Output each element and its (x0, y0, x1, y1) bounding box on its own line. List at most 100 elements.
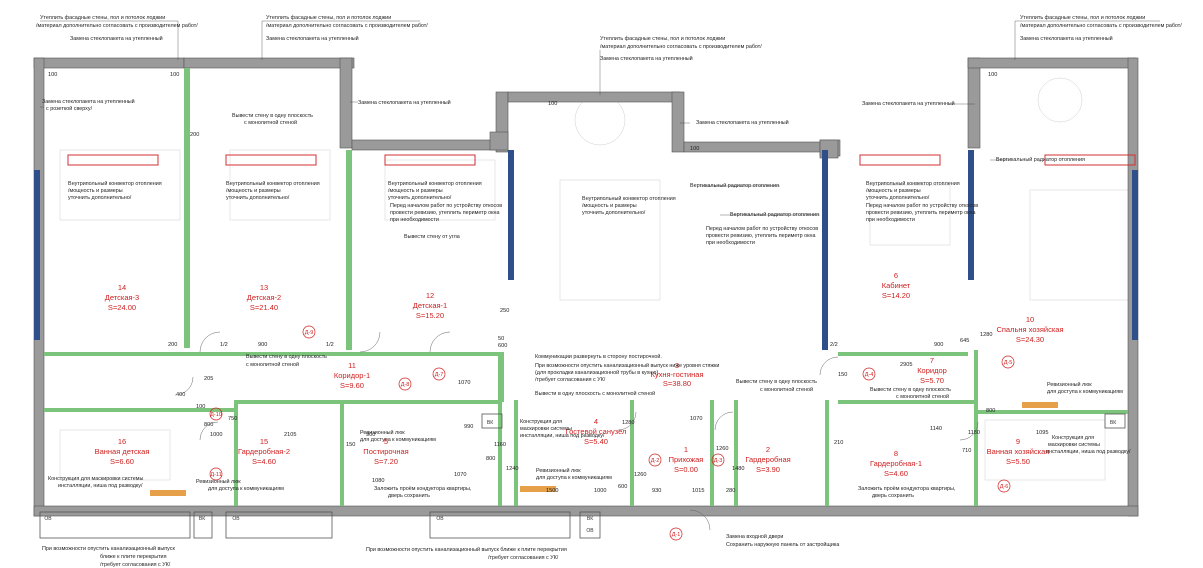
svg-text:12: 12 (426, 291, 434, 300)
svg-text:1000: 1000 (210, 432, 222, 438)
svg-text:Конструкция для: Конструкция для (1052, 435, 1094, 441)
svg-text:уточнить дополнительно/: уточнить дополнительно/ (226, 195, 290, 201)
svg-text:Д-10: Д-10 (210, 412, 222, 418)
svg-text:провести ревизию, утеплить пер: провести ревизию, утеплить периметр окна (390, 210, 499, 216)
svg-text:205: 205 (204, 376, 213, 382)
svg-text:50: 50 (498, 336, 504, 342)
svg-text:2/2: 2/2 (830, 342, 838, 348)
svg-text:инсталляции, ниша под разводку: инсталляции, ниша под разводку/ (520, 433, 605, 439)
svg-text:S=3.90: S=3.90 (756, 465, 780, 474)
svg-text:7: 7 (930, 356, 934, 365)
note: Утеплить фасадные стены, пол и потолок л… (266, 15, 391, 21)
svg-text:1160: 1160 (494, 442, 506, 448)
svg-text:Вывести стену в одну плоскость: Вывести стену в одну плоскость (870, 387, 951, 393)
svg-text:с монолитной стеной: с монолитной стеной (760, 386, 813, 393)
svg-text:3: 3 (675, 361, 679, 370)
equipment-label: ВК (587, 516, 593, 522)
svg-text:S=5.40: S=5.40 (584, 437, 608, 446)
door-d8: Д-8 (398, 377, 412, 391)
svg-text:с монолитной стеной: с монолитной стеной (244, 119, 297, 126)
svg-text:645: 645 (960, 338, 969, 344)
svg-text:Д-5: Д-5 (1004, 360, 1013, 366)
door-d5: Д-5 (1001, 355, 1015, 369)
svg-text:уточнить дополнительно/: уточнить дополнительно/ (388, 195, 452, 201)
svg-text:1070: 1070 (454, 472, 466, 478)
svg-text:600: 600 (498, 343, 507, 349)
svg-text:Ванная детская: Ванная детская (95, 447, 150, 456)
svg-text:для доступа к коммуникациям: для доступа к коммуникациям (208, 486, 284, 492)
svg-text:/мощность и размеры: /мощность и размеры (68, 188, 123, 194)
svg-text:Сохранить наружную панель от з: Сохранить наружную панель от застройщика (726, 541, 839, 548)
door-d4: Д-4 (862, 367, 876, 381)
svg-text:Внутрипольный конвектор отопле: Внутрипольный конвектор отопления (866, 180, 960, 187)
svg-text:Конструкция для маскировки сис: Конструкция для маскировки системы (48, 476, 144, 482)
svg-text:Кухня-гостиная: Кухня-гостиная (650, 370, 703, 379)
svg-text:Вывести стену в одну плоскость: Вывести стену в одну плоскость (246, 354, 327, 360)
note: Замена стеклопакета на утепленный (1020, 35, 1113, 42)
svg-text:Прихожая: Прихожая (669, 455, 704, 464)
svg-text:для доступа к коммуникациям: для доступа к коммуникациям (1047, 389, 1123, 395)
svg-text:Замена входной двери: Замена входной двери (726, 533, 783, 540)
svg-text:Замена стеклопакета на утеплен: Замена стеклопакета на утепленный (862, 100, 955, 107)
svg-text:400: 400 (176, 392, 185, 398)
svg-text:1260: 1260 (716, 446, 728, 452)
svg-text:S=9.60: S=9.60 (340, 381, 364, 390)
svg-text:Детская-1: Детская-1 (413, 301, 447, 310)
svg-text:100: 100 (988, 72, 997, 78)
svg-text:2105: 2105 (284, 432, 296, 438)
svg-text:1095: 1095 (1036, 430, 1048, 436)
svg-text:150: 150 (346, 442, 355, 448)
svg-text:5: 5 (384, 437, 388, 446)
door-markers: Д-9 Д-8 Д-7 Д-10 Д-11 Д-2 Д-3 Д-4 Д-5 Д-… (209, 325, 1015, 541)
svg-text:2: 2 (766, 445, 770, 454)
svg-text:250: 250 (500, 308, 509, 314)
svg-text:Д-3: Д-3 (714, 458, 723, 464)
svg-text:Внутрипольный конвектор отопле: Внутрипольный конвектор отопления (582, 195, 676, 202)
svg-text:Внутрипольный конвектор отопле: Внутрипольный конвектор отопления (388, 180, 482, 187)
svg-text:S=5.70: S=5.70 (920, 376, 944, 385)
svg-text:1015: 1015 (692, 488, 704, 494)
svg-text:S=21.40: S=21.40 (250, 303, 278, 312)
svg-text:1280: 1280 (980, 332, 992, 338)
svg-text:Д-6: Д-6 (1000, 484, 1009, 490)
svg-text:маскировки системы: маскировки системы (1048, 442, 1100, 448)
svg-text:при необходимости: при необходимости (706, 240, 755, 246)
svg-text:провести ревизию, утеплить пер: провести ревизию, утеплить периметр окна (706, 233, 815, 239)
svg-text:Коридор: Коридор (917, 366, 947, 375)
door-d2: Д-2 (648, 453, 662, 467)
door-d7: Д-7 (432, 367, 446, 381)
svg-text:8: 8 (894, 449, 898, 458)
svg-text:Гостевой санузел: Гостевой санузел (566, 427, 627, 436)
note: Утеплить фасадные стены, пол и потолок л… (600, 36, 725, 42)
svg-text:900: 900 (934, 342, 943, 348)
svg-text:S=38.80: S=38.80 (663, 379, 691, 388)
svg-text:дверь сохранить: дверь сохранить (388, 493, 430, 499)
svg-text:200: 200 (190, 132, 199, 138)
svg-text:1/2: 1/2 (220, 342, 228, 348)
equipment-label: ОВ (44, 516, 52, 522)
svg-text:11: 11 (348, 361, 356, 370)
svg-text:При возможности опустить канал: При возможности опустить канализационный… (366, 546, 567, 553)
svg-text:100: 100 (48, 72, 57, 78)
svg-text:S=7.20: S=7.20 (374, 457, 398, 466)
svg-text:1070: 1070 (458, 380, 470, 386)
svg-text:/требует согласования с УК/: /требует согласования с УК/ (535, 377, 606, 383)
svg-text:Спальня хозяйская: Спальня хозяйская (996, 325, 1063, 334)
svg-text:/мощность и размеры: /мощность и размеры (866, 188, 921, 194)
svg-text:S=0.00: S=0.00 (674, 465, 698, 474)
svg-text:Д-1: Д-1 (672, 532, 681, 538)
svg-text:Гардеробная-2: Гардеробная-2 (238, 447, 290, 456)
svg-text:при необходимости: при необходимости (866, 217, 915, 223)
door-d1: Д-1 (669, 527, 683, 541)
svg-text:710: 710 (962, 448, 971, 454)
exterior-walls (33, 57, 1139, 517)
svg-text:6: 6 (894, 271, 898, 280)
dimensions: 100 200 1/2 900 1/2 200 50 600 1070 205 … (48, 72, 1048, 494)
svg-text:уточнить дополнительно/: уточнить дополнительно/ (582, 210, 646, 216)
